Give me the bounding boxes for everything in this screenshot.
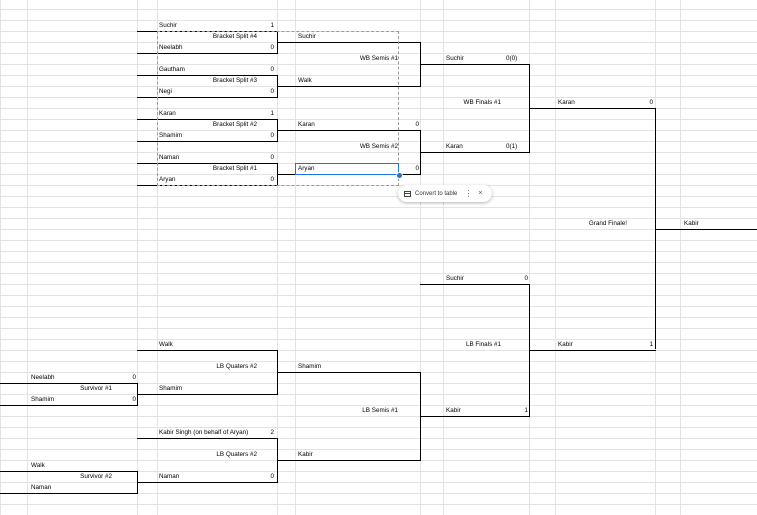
gf-top-player-name[interactable]: Karan (558, 99, 575, 106)
champion-name[interactable]: Kabir (684, 220, 699, 227)
r1-player-2-score[interactable]: 0 (270, 44, 274, 51)
survivor-1-player-a-score[interactable]: 0 (132, 374, 136, 381)
wb-semis-2-label[interactable]: WB Semis #2 (359, 143, 398, 150)
wb-semis-player-b-name[interactable]: Walk (298, 77, 312, 84)
r1-player-7-name[interactable]: Naman (159, 154, 180, 161)
r1-player-2-name[interactable]: Neelabh (159, 44, 183, 51)
r1-split-1-label[interactable]: Bracket Split #1 (212, 165, 257, 172)
survivor-2-label[interactable]: Survivor #2 (80, 473, 112, 480)
r1-player-5-name[interactable]: Karan (159, 110, 176, 117)
r1-player-3-name[interactable]: Gautham (159, 66, 185, 73)
r1-player-5-score[interactable]: 1 (270, 110, 274, 117)
wb-semis-player-c-score[interactable]: 0 (415, 121, 419, 128)
wb-finals-player-a-score[interactable]: 0(0) (506, 55, 518, 62)
fill-handle[interactable] (396, 172, 403, 179)
survivor-1-player-b-name[interactable]: Shamim (31, 396, 55, 403)
lb-quarters-1-label[interactable]: LB Quaters #2 (216, 363, 257, 370)
r1-player-1-score[interactable]: 1 (270, 22, 274, 29)
wb-semis-1-label[interactable]: WB Semis #1 (359, 55, 398, 62)
lb-quarters-2-player-b-score[interactable]: 0 (270, 473, 274, 480)
lb-gf-player-score[interactable]: 1 (649, 341, 653, 348)
r1-player-6-name[interactable]: Shamim (159, 132, 183, 139)
wb-finals-label[interactable]: WB Finals #1 (463, 99, 501, 106)
r1-player-1-name[interactable]: Suchir (159, 22, 177, 29)
lb-finals-player-a-score[interactable]: 0 (524, 275, 528, 282)
wb-semis-player-a-name[interactable]: Suchir (298, 33, 316, 40)
r1-split-4-label[interactable]: Bracket Split #4 (212, 33, 257, 40)
table-icon (404, 190, 411, 197)
lb-finals-player-b-name[interactable]: Kabir (446, 407, 461, 414)
convert-to-table-label[interactable]: Convert to table (415, 190, 458, 197)
convert-to-table-chip[interactable]: Convert to table ⋮ × (398, 185, 492, 202)
r1-player-8-score[interactable]: 0 (270, 176, 274, 183)
r1-split-2-label[interactable]: Bracket Split #2 (212, 121, 257, 128)
lb-finals-player-b-score[interactable]: 1 (524, 407, 528, 414)
wb-finals-player-b-name[interactable]: Karan (446, 143, 463, 150)
r1-player-7-score[interactable]: 0 (270, 154, 274, 161)
survivor-2-player-b-name[interactable]: Naman (31, 484, 52, 491)
r1-player-6-score[interactable]: 0 (270, 132, 274, 139)
survivor-2-player-a-name[interactable]: Walk (31, 462, 45, 469)
wb-semis-player-d-score[interactable]: 0 (415, 165, 419, 172)
lb-quarters-1-player-a-name[interactable]: Walk (159, 341, 173, 348)
wb-finals-player-a-name[interactable]: Suchir (446, 55, 464, 62)
survivor-1-player-a-name[interactable]: Neelabh (31, 374, 55, 381)
lb-quarters-2-player-a-score[interactable]: 2 (270, 429, 274, 436)
gf-top-player-score[interactable]: 0 (649, 99, 653, 106)
selected-cell[interactable] (295, 163, 399, 175)
copy-range-outline (157, 31, 399, 186)
lb-finals-label[interactable]: LB Finals #1 (465, 341, 501, 348)
survivor-1-label[interactable]: Survivor #1 (80, 385, 112, 392)
r1-player-8-name[interactable]: Aryan (159, 176, 176, 183)
lb-quarters-1-player-b-name[interactable]: Shamim (159, 385, 183, 392)
r1-split-3-label[interactable]: Bracket Split #3 (212, 77, 257, 84)
close-icon[interactable]: × (478, 190, 483, 197)
lb-semis-player-b-name[interactable]: Kabir (298, 451, 313, 458)
lb-quarters-2-player-a-name[interactable]: Kabir Singh (on behalf of Aryan) (159, 429, 249, 436)
r1-player-3-score[interactable]: 0 (270, 66, 274, 73)
wb-finals-player-b-score[interactable]: 0(1) (506, 143, 518, 150)
r1-player-4-name[interactable]: Negi (159, 88, 172, 95)
lb-finals-player-a-name[interactable]: Suchir (446, 275, 464, 282)
grand-finale-label[interactable]: Grand Finale! (588, 220, 627, 227)
lb-semis-player-a-name[interactable]: Shamim (298, 363, 322, 370)
wb-semis-player-d-name[interactable]: Aryan (298, 165, 315, 172)
wb-semis-player-c-name[interactable]: Karan (298, 121, 315, 128)
lb-semis-label[interactable]: LB Semis #1 (362, 407, 398, 414)
lb-gf-player-name[interactable]: Kabir (558, 341, 573, 348)
more-options-icon[interactable]: ⋮ (464, 189, 473, 198)
lb-quarters-2-player-b-name[interactable]: Naman (159, 473, 180, 480)
survivor-1-player-b-score[interactable]: 0 (132, 396, 136, 403)
r1-player-4-score[interactable]: 0 (270, 88, 274, 95)
lb-quarters-2-label[interactable]: LB Quaters #2 (216, 451, 257, 458)
